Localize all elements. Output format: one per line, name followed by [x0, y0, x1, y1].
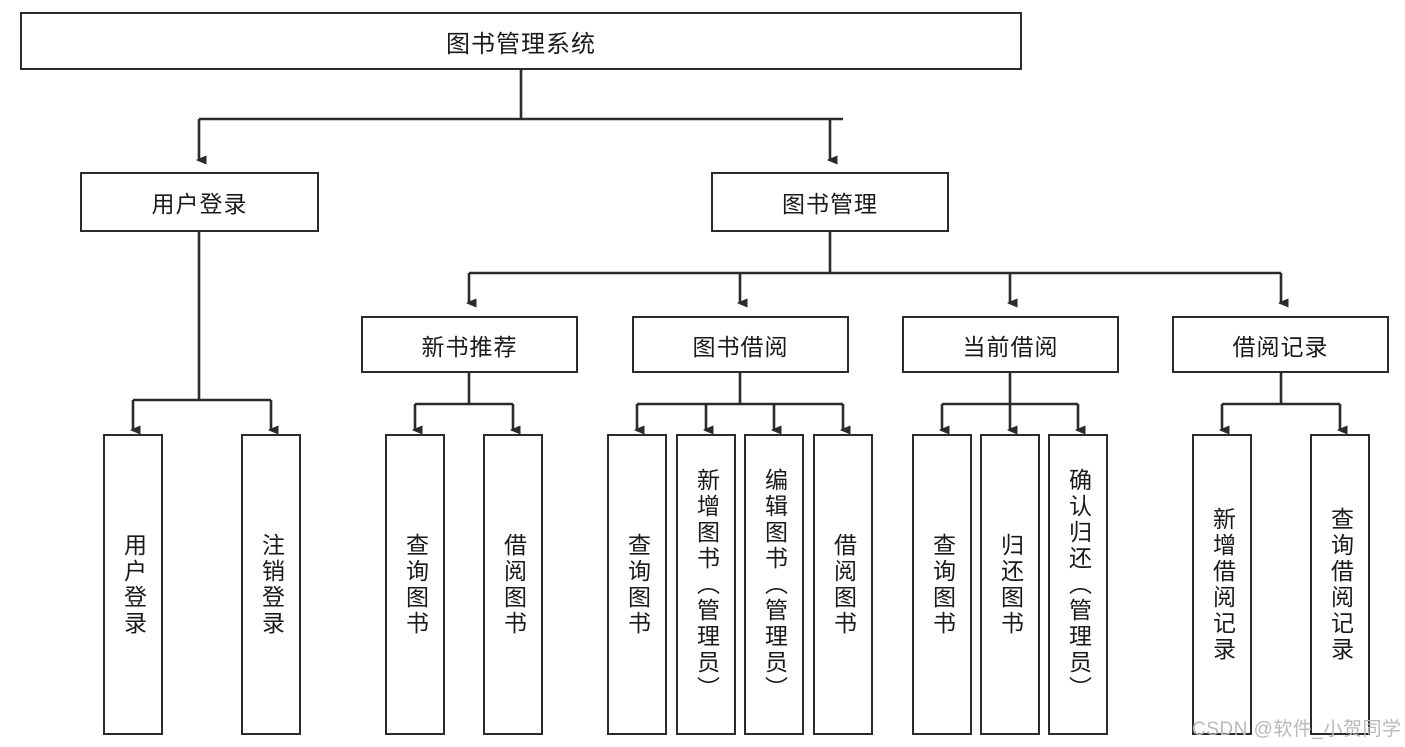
node-borrow-record[interactable]: 借阅记录 — [1172, 316, 1389, 373]
node-leaf-query-record-label: 查询借阅记录 — [1327, 506, 1354, 663]
node-leaf-return-book[interactable]: 归还图书 — [980, 434, 1040, 735]
node-leaf-add-record-label: 新增借阅记录 — [1209, 506, 1236, 663]
node-book-management[interactable]: 图书管理 — [711, 172, 949, 232]
node-new-book-recommend[interactable]: 新书推荐 — [361, 316, 578, 373]
node-leaf-confirm-return-label: 确认归还（管理员） — [1065, 467, 1092, 702]
node-leaf-borrow-book-1[interactable]: 借阅图书 — [483, 434, 543, 735]
node-leaf-add-book-label: 新增图书（管理员） — [693, 467, 720, 702]
node-leaf-query-record[interactable]: 查询借阅记录 — [1310, 434, 1370, 735]
node-user-login-label: 用户登录 — [151, 191, 248, 217]
node-leaf-confirm-return[interactable]: 确认归还（管理员） — [1048, 434, 1108, 735]
node-leaf-user-login[interactable]: 用户登录 — [103, 434, 163, 735]
node-user-login[interactable]: 用户登录 — [80, 172, 319, 232]
node-root-system[interactable]: 图书管理系统 — [20, 12, 1022, 70]
node-leaf-add-book[interactable]: 新增图书（管理员） — [676, 434, 736, 735]
node-leaf-query-book-1-label: 查询图书 — [402, 532, 429, 637]
csdn-watermark: CSDN @软件_小贺同学 — [1192, 719, 1402, 740]
node-leaf-query-book-2[interactable]: 查询图书 — [607, 434, 667, 735]
node-leaf-user-login-label: 用户登录 — [120, 532, 147, 637]
node-new-book-recommend-label: 新书推荐 — [421, 333, 518, 360]
node-leaf-user-logout-label: 注销登录 — [258, 532, 285, 637]
node-leaf-edit-book[interactable]: 编辑图书（管理员） — [744, 434, 804, 735]
node-leaf-add-record[interactable]: 新增借阅记录 — [1192, 434, 1252, 735]
node-leaf-query-book-3[interactable]: 查询图书 — [912, 434, 972, 735]
node-root-label: 图书管理系统 — [446, 30, 596, 58]
node-leaf-query-book-1[interactable]: 查询图书 — [385, 434, 445, 735]
node-book-borrow-label: 图书借阅 — [692, 333, 789, 360]
node-book-management-label: 图书管理 — [782, 191, 878, 217]
node-leaf-query-book-3-label: 查询图书 — [929, 532, 956, 637]
node-leaf-edit-book-label: 编辑图书（管理员） — [761, 467, 788, 702]
node-leaf-query-book-2-label: 查询图书 — [624, 532, 651, 637]
node-current-borrow-label: 当前借阅 — [962, 333, 1059, 360]
node-leaf-borrow-book-1-label: 借阅图书 — [500, 532, 527, 637]
node-leaf-borrow-book-2-label: 借阅图书 — [830, 532, 857, 637]
node-leaf-user-logout[interactable]: 注销登录 — [241, 434, 301, 735]
node-borrow-record-label: 借阅记录 — [1232, 333, 1329, 360]
node-leaf-borrow-book-2[interactable]: 借阅图书 — [813, 434, 873, 735]
node-book-borrow[interactable]: 图书借阅 — [632, 316, 849, 373]
node-current-borrow[interactable]: 当前借阅 — [902, 316, 1119, 373]
node-leaf-return-book-label: 归还图书 — [997, 532, 1024, 637]
